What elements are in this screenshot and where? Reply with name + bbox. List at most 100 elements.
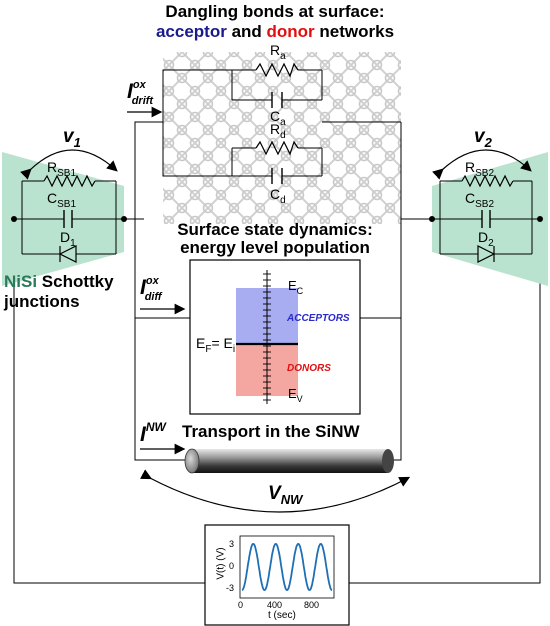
label-ef: EF= Ei bbox=[196, 335, 235, 355]
i-nw-main: I bbox=[140, 423, 146, 446]
transport-label: Transport in the SiNW bbox=[182, 422, 360, 442]
ra-main: R bbox=[270, 42, 281, 58]
cd-main: C bbox=[270, 186, 281, 202]
rsb2-main: R bbox=[465, 159, 476, 175]
ra-sub: a bbox=[280, 51, 286, 62]
vnw-main: V bbox=[268, 483, 281, 504]
d2-sub: 2 bbox=[488, 238, 494, 249]
label-cd: Cd bbox=[270, 186, 286, 206]
ef-sub: F bbox=[205, 344, 212, 355]
d1-sub: 1 bbox=[70, 238, 76, 249]
junctions-label: junctions bbox=[4, 292, 80, 311]
v1-main: v bbox=[63, 126, 74, 147]
acceptor-label: acceptor bbox=[155, 22, 227, 41]
surface-state-line-2: energy level population bbox=[180, 238, 370, 257]
surface-state-line-1: Surface state dynamics: bbox=[177, 220, 373, 239]
ytick-0: 0 bbox=[229, 561, 235, 571]
surface-capacitor-plates bbox=[271, 92, 283, 184]
rsb2-sub: SB2 bbox=[475, 168, 495, 179]
resistor-rd bbox=[255, 140, 299, 156]
label-d2: D2 bbox=[478, 229, 494, 249]
title-line-1: Dangling bonds at surface: bbox=[165, 2, 385, 21]
xtick-400: 400 bbox=[267, 600, 283, 610]
d2-main: D bbox=[478, 229, 489, 245]
ef-main: E bbox=[196, 335, 206, 351]
ef-sub2: i bbox=[232, 344, 236, 355]
energy-ticks bbox=[263, 273, 271, 401]
resistor-ra bbox=[255, 62, 299, 78]
i-drift-sub: drift bbox=[131, 95, 154, 107]
ef-mid: = E bbox=[211, 335, 233, 351]
acceptors-label: ACCEPTORS bbox=[287, 313, 350, 324]
donor-label: donor bbox=[266, 22, 315, 41]
v2-main: v bbox=[474, 126, 485, 147]
csb1-main: C bbox=[47, 190, 58, 206]
source-xtick-800: 800 bbox=[304, 600, 319, 610]
rd-sub: d bbox=[280, 130, 286, 141]
xtick-800: 800 bbox=[304, 600, 320, 610]
i-diff-sup: ox bbox=[145, 275, 159, 287]
label-v1: v1 bbox=[63, 126, 81, 150]
donors-text: DONORS bbox=[287, 363, 331, 374]
signal-wave bbox=[241, 542, 333, 592]
label-i-drift: Iox drift bbox=[127, 79, 167, 107]
i-diff-sub: diff bbox=[144, 291, 162, 303]
ec-sub: C bbox=[296, 286, 304, 296]
label-ec: EC bbox=[288, 278, 304, 296]
donors-label: DONORS bbox=[287, 363, 331, 374]
source-xtick-400: 400 bbox=[267, 600, 282, 610]
transport-text: Transport in the SiNW bbox=[182, 422, 360, 441]
csb1-sub: SB1 bbox=[57, 199, 77, 210]
label-rd: Rd bbox=[270, 121, 286, 141]
node-left-inner bbox=[121, 216, 127, 222]
label-d1: D1 bbox=[60, 229, 76, 249]
circuit-wires bbox=[13, 69, 541, 584]
v1-arc bbox=[20, 149, 118, 180]
xtick-0: 0 bbox=[238, 600, 244, 610]
source-xlabel-text: t (sec) bbox=[268, 610, 296, 621]
and-label: and bbox=[226, 22, 267, 41]
source-ylabel: V(t) (V) bbox=[216, 539, 227, 589]
i-nw-sup: NW bbox=[145, 420, 166, 434]
source-ytick-top: 3 bbox=[229, 539, 234, 549]
source-xlabel: t (sec) bbox=[268, 610, 296, 621]
label-csb2: CSB2 bbox=[465, 190, 494, 210]
node-right-inner bbox=[429, 216, 435, 222]
source-ytick-bottom: -3 bbox=[226, 583, 234, 593]
surface-state-title-1: Surface state dynamics: bbox=[140, 220, 410, 240]
schottky-label: Schottky bbox=[37, 272, 114, 291]
page-title: Dangling bonds at surface: bbox=[0, 2, 550, 22]
label-vnw: VNW bbox=[268, 483, 303, 507]
vnw-arc bbox=[140, 469, 411, 513]
d1-main: D bbox=[60, 229, 71, 245]
i-drift-main: I bbox=[127, 80, 133, 103]
label-rsb1: RSB1 bbox=[47, 159, 76, 179]
page-title-2: acceptor and donor networks bbox=[0, 22, 550, 42]
ca-sub: a bbox=[280, 117, 286, 128]
v1-sub: 1 bbox=[73, 135, 81, 150]
junction-1-circuit bbox=[14, 174, 124, 263]
i-drift-sup: ox bbox=[132, 79, 146, 91]
v2-arc bbox=[432, 149, 532, 180]
node-left-outer bbox=[11, 216, 17, 222]
ca-main: C bbox=[270, 108, 281, 124]
csb2-sub: SB2 bbox=[475, 199, 495, 210]
rd-main: R bbox=[270, 121, 281, 137]
source-ytick-mid: 0 bbox=[229, 561, 234, 571]
source-xtick-0: 0 bbox=[238, 600, 243, 610]
rsb1-sub: SB1 bbox=[57, 168, 77, 179]
node-right-outer bbox=[537, 216, 543, 222]
networks-label: networks bbox=[314, 22, 395, 41]
vnw-sub: NW bbox=[280, 492, 303, 507]
label-csb1: CSB1 bbox=[47, 190, 76, 210]
junction-label-line2: junctions bbox=[4, 292, 80, 312]
label-ev: EV bbox=[288, 386, 303, 404]
ec-main: E bbox=[288, 278, 297, 293]
ev-sub: V bbox=[296, 394, 303, 404]
source-ylabel-text: V(t) (V) bbox=[215, 547, 227, 580]
cd-sub: d bbox=[280, 195, 286, 206]
ytick-neg3: -3 bbox=[226, 583, 235, 593]
surface-lattice bbox=[163, 52, 401, 224]
acceptors-text: ACCEPTORS bbox=[287, 313, 350, 324]
label-i-nw: INW bbox=[140, 420, 166, 447]
